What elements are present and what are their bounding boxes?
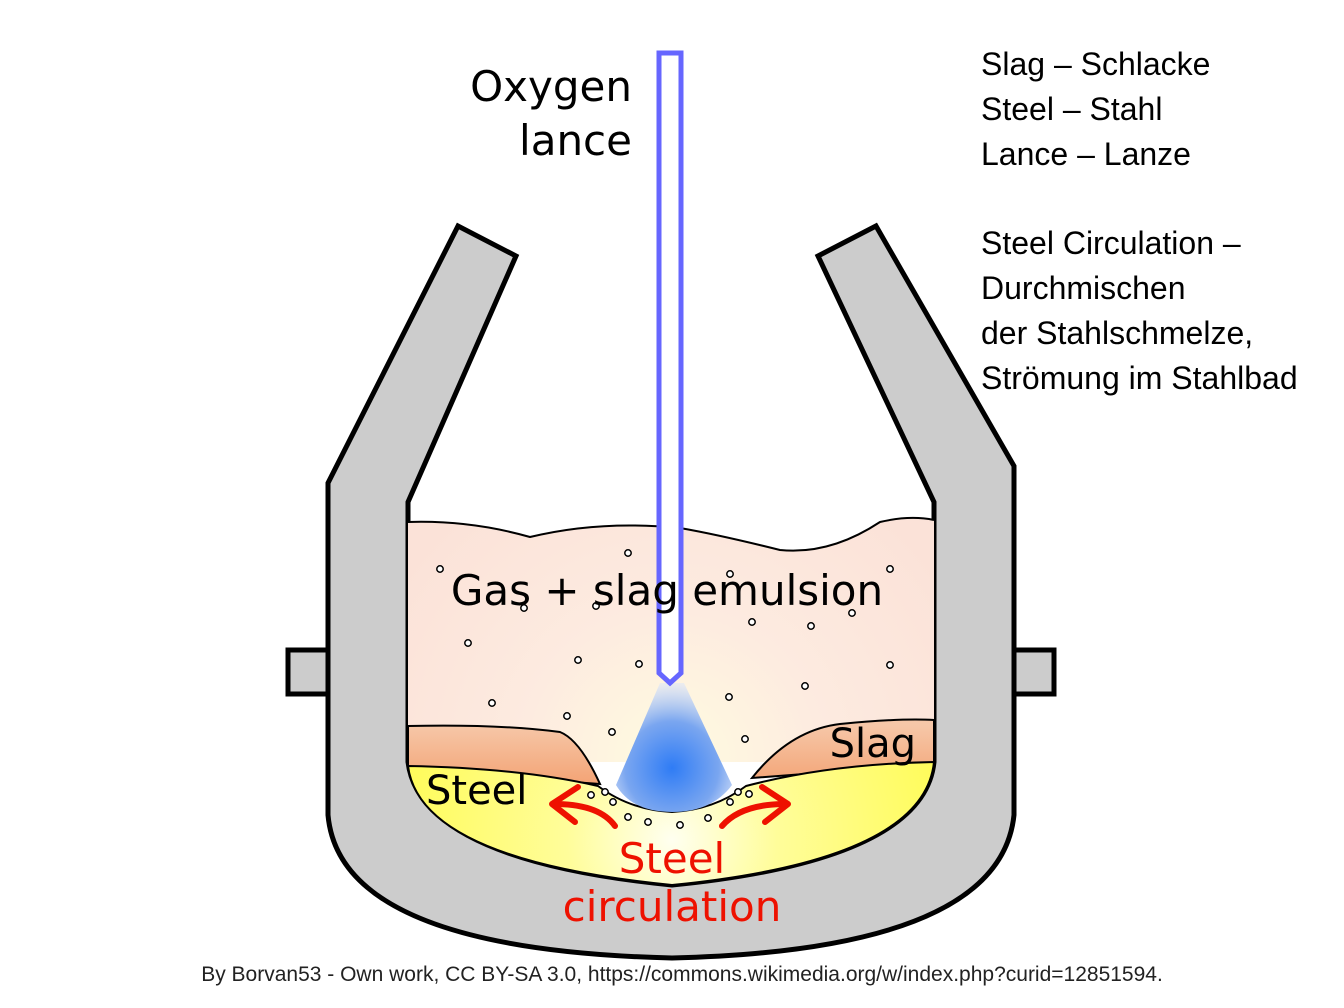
steel-bath (406, 760, 936, 887)
bubble (801, 682, 809, 690)
bubble (601, 788, 609, 796)
left-arrowhead (549, 784, 581, 825)
bubble (726, 798, 734, 806)
oxygen-lance-label-line2: lance (519, 116, 632, 165)
legend-line: Lance – Lanze (981, 136, 1191, 172)
bubble (748, 618, 756, 626)
bubble (436, 565, 444, 573)
bubble (741, 735, 749, 743)
translation-legend: Slag – Schlacke Steel – Stahl Lance – La… (981, 46, 1298, 396)
oxygen-lance-label-line1: Oxygen (470, 62, 632, 111)
oxygen-lance (656, 50, 684, 687)
circulation-arrows (549, 784, 791, 829)
bubble (726, 570, 734, 578)
bubble (704, 814, 712, 822)
bubble (886, 565, 894, 573)
bubble (848, 609, 856, 617)
circulation-label-line2: circulation (563, 882, 782, 931)
legend-line: der Stahlschmelze, (981, 315, 1253, 351)
emulsion-label: Gas + slag emulsion (451, 566, 883, 615)
circulation-label-line1: Steel (619, 834, 725, 883)
legend-line: Durchmischen (981, 270, 1186, 306)
slag-label: Slag (830, 721, 916, 767)
bubble (644, 818, 652, 826)
bubble (563, 712, 571, 720)
legend-line: Strömung im Stahlbad (981, 360, 1298, 396)
bubble (807, 622, 815, 630)
bubble (608, 728, 616, 736)
legend-line: Steel – Stahl (981, 91, 1162, 127)
bubble (488, 699, 496, 707)
bubble (587, 791, 595, 799)
bubble (464, 639, 472, 647)
left-trunnion (285, 647, 333, 697)
bubble (520, 604, 528, 612)
legend-line: Steel Circulation – (981, 225, 1241, 261)
bubble (624, 549, 632, 557)
bubble (676, 821, 684, 829)
emulsion-surface (407, 516, 935, 552)
legend-line: Slag – Schlacke (981, 46, 1210, 82)
right-trunnion (1009, 647, 1057, 697)
bubble (734, 788, 742, 796)
left-circulation-arrow (555, 801, 618, 829)
bubble (574, 656, 582, 664)
bubble (886, 661, 894, 669)
gas-bubbles (436, 549, 894, 829)
bubble (635, 660, 643, 668)
bubble (592, 602, 600, 610)
attribution: By Borvan53 - Own work, CC BY-SA 3.0, ht… (201, 963, 1163, 986)
steel-label: Steel (426, 768, 527, 814)
bubble (725, 693, 733, 701)
right-circulation-arrow (719, 801, 785, 829)
bubble (745, 790, 753, 798)
oxygen-jet (616, 683, 732, 812)
right-arrowhead (759, 784, 791, 825)
bubble (624, 813, 632, 821)
bubble (609, 798, 617, 806)
